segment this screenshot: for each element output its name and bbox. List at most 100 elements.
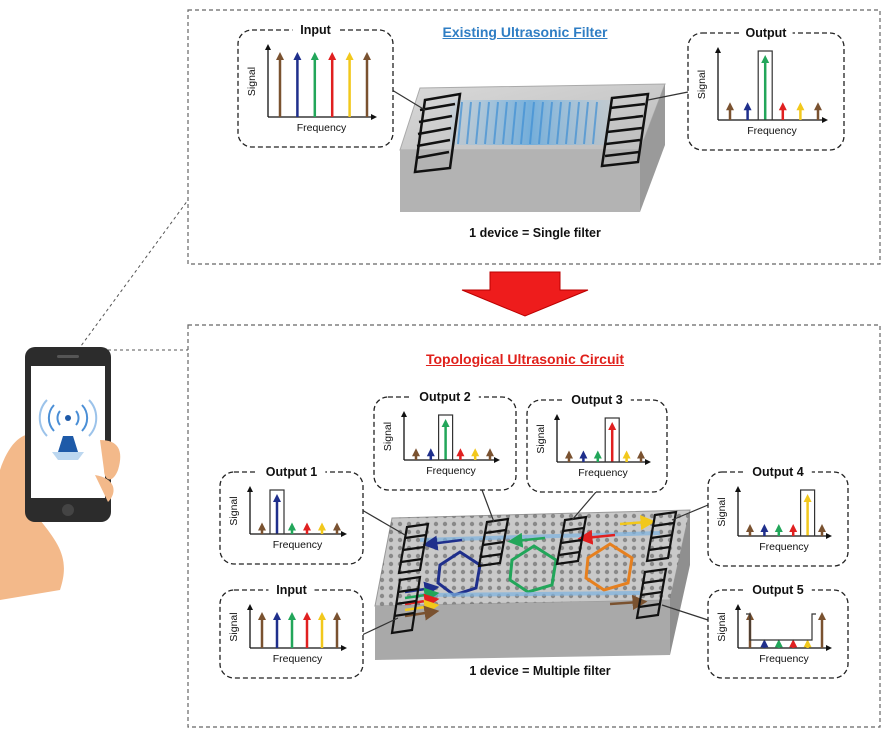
spectrum-peak-head bbox=[258, 612, 266, 620]
frequency-axis-label: Frequency bbox=[297, 122, 347, 134]
spectrum-peak-head bbox=[363, 52, 371, 60]
transducer-input bbox=[390, 575, 422, 635]
transducer-output-1 bbox=[397, 522, 430, 575]
ring-resonator-2 bbox=[508, 544, 558, 594]
spectrum-peak-head bbox=[774, 524, 783, 532]
frequency-axis-label: Frequency bbox=[426, 465, 476, 477]
spectrum-peak-head bbox=[803, 494, 812, 502]
transition-arrow-icon bbox=[461, 271, 589, 317]
wave-front-line bbox=[511, 101, 517, 145]
wave-front-line bbox=[529, 101, 535, 145]
frequency-axis-label: Frequency bbox=[578, 467, 628, 479]
spectrum-peak-head bbox=[818, 612, 826, 620]
wave-front-line bbox=[457, 101, 463, 145]
spectrum-peak-head bbox=[796, 102, 805, 111]
wave-front-line bbox=[547, 101, 553, 145]
passband-highlight bbox=[757, 50, 773, 121]
spectrum-peak-head bbox=[318, 522, 326, 531]
spectrum-peak-head bbox=[803, 639, 812, 648]
signal-axis-label: Signal bbox=[246, 67, 258, 96]
spectrum-peak-head bbox=[441, 419, 450, 427]
multiple-filter-device bbox=[361, 489, 709, 660]
spectrum-peak-head bbox=[608, 422, 617, 430]
spectrum-peak-head bbox=[818, 524, 826, 532]
passband-highlight bbox=[799, 489, 816, 537]
spectrum-title: Output 3 bbox=[571, 393, 622, 407]
spectrum-peak-head bbox=[456, 448, 465, 457]
stopband-outline bbox=[746, 613, 816, 641]
spectrum-peak-head bbox=[273, 494, 281, 502]
spectrum-peak-head bbox=[743, 102, 752, 111]
wave-front-line bbox=[466, 101, 472, 145]
single-filter-device bbox=[391, 83, 689, 212]
spectrum-title: Output 4 bbox=[752, 465, 803, 479]
wave-front-line bbox=[538, 101, 544, 145]
spectrum-peak-head bbox=[333, 612, 341, 620]
topological-circuit-title: Topological Ultrasonic Circuit bbox=[425, 351, 625, 367]
frequency-axis-label: Frequency bbox=[273, 539, 323, 551]
spectrum-peak-head bbox=[303, 522, 311, 531]
wave-front-line bbox=[556, 101, 562, 145]
signal-axis-label: Signal bbox=[696, 70, 708, 99]
output-1-spectrum: Output 1 Frequency Signal bbox=[219, 463, 364, 565]
wireless-signal-icon bbox=[38, 399, 98, 460]
spectrum-peak-head bbox=[814, 102, 822, 111]
passband-highlight bbox=[438, 414, 454, 461]
spectrum-peak-head bbox=[276, 52, 284, 60]
spectrum-peak-head bbox=[593, 450, 602, 459]
spectrum-peak-head bbox=[760, 524, 769, 532]
phone-connector-top bbox=[77, 199, 189, 351]
signal-axis-label: Signal bbox=[716, 612, 728, 641]
spectrum-peak-head bbox=[412, 448, 420, 457]
wave-front-line bbox=[475, 101, 481, 145]
wave-front-line bbox=[520, 101, 526, 145]
spectrum-peak-head bbox=[345, 52, 354, 60]
wave-front-line bbox=[493, 101, 499, 145]
top-panel-border bbox=[187, 9, 881, 265]
spectrum-peak-head bbox=[778, 102, 787, 111]
frequency-axis-label: Frequency bbox=[759, 653, 809, 665]
wave-front-line bbox=[502, 101, 508, 145]
spectrum-peak-head bbox=[774, 639, 783, 648]
transducer-output-5 bbox=[635, 567, 668, 620]
spectrum-peak-head bbox=[726, 102, 734, 111]
smartphone-icon bbox=[0, 347, 121, 600]
ring-resonator-3 bbox=[584, 542, 634, 592]
spectrum-peak-head bbox=[288, 612, 296, 620]
wave-front-line bbox=[484, 101, 490, 145]
signal-axis-label: Signal bbox=[228, 612, 240, 641]
spectrum-peak-head bbox=[789, 524, 798, 532]
wave-front-line bbox=[565, 101, 571, 145]
output-2-spectrum: Output 2 Frequency Signal bbox=[373, 388, 517, 491]
spectrum-peak-head bbox=[789, 639, 798, 648]
spectrum-peak-head bbox=[471, 448, 480, 457]
existing-filter-title: Existing Ultrasonic Filter bbox=[442, 24, 608, 40]
spectrum-peak-head bbox=[637, 450, 645, 459]
wave-front-line bbox=[592, 101, 598, 145]
signal-axis-label: Signal bbox=[535, 424, 547, 453]
spectrum-peak-head bbox=[746, 524, 754, 532]
transducer-output-2 bbox=[477, 517, 510, 568]
spectrum-title: Input bbox=[276, 583, 307, 597]
spectrum-title: Output 1 bbox=[266, 465, 317, 479]
spectrum-peak-head bbox=[486, 448, 494, 457]
frequency-axis-label: Frequency bbox=[273, 653, 323, 665]
passband-highlight bbox=[604, 417, 620, 463]
signal-axis-label: Signal bbox=[382, 422, 394, 451]
spectrum-peak-head bbox=[303, 612, 311, 620]
spectrum-title: Output 5 bbox=[752, 583, 803, 597]
bottom-panel-border bbox=[187, 324, 881, 728]
wave-front-line bbox=[574, 101, 580, 145]
spectrum-peak-head bbox=[328, 52, 337, 60]
output-5-spectrum: Output 5 Frequency Signal bbox=[707, 581, 849, 679]
wave-front-line bbox=[583, 101, 589, 145]
signal-axis-label: Signal bbox=[228, 496, 240, 525]
spectrum-peak-head bbox=[258, 522, 266, 531]
spectrum-peak-head bbox=[761, 55, 770, 63]
spectrum-title: Output bbox=[746, 26, 788, 40]
spectrum-title: Output 2 bbox=[419, 390, 470, 404]
